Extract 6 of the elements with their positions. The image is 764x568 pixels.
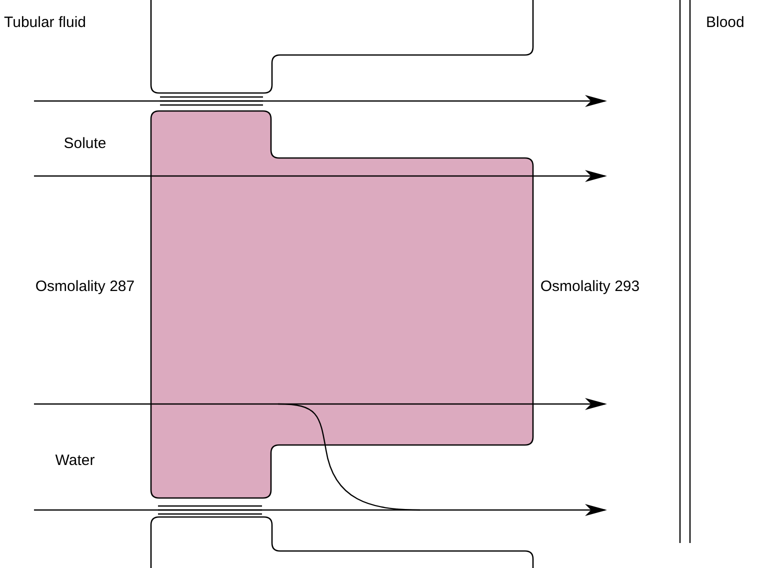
region-label: Tubular fluid [4,13,87,33]
region-label: Water [54,451,96,471]
region-label: Blood [706,13,746,33]
region-label: Osmolality 287 [34,277,136,297]
region-label: Osmolality 293 [539,277,641,297]
region-label: Solute [62,134,108,154]
